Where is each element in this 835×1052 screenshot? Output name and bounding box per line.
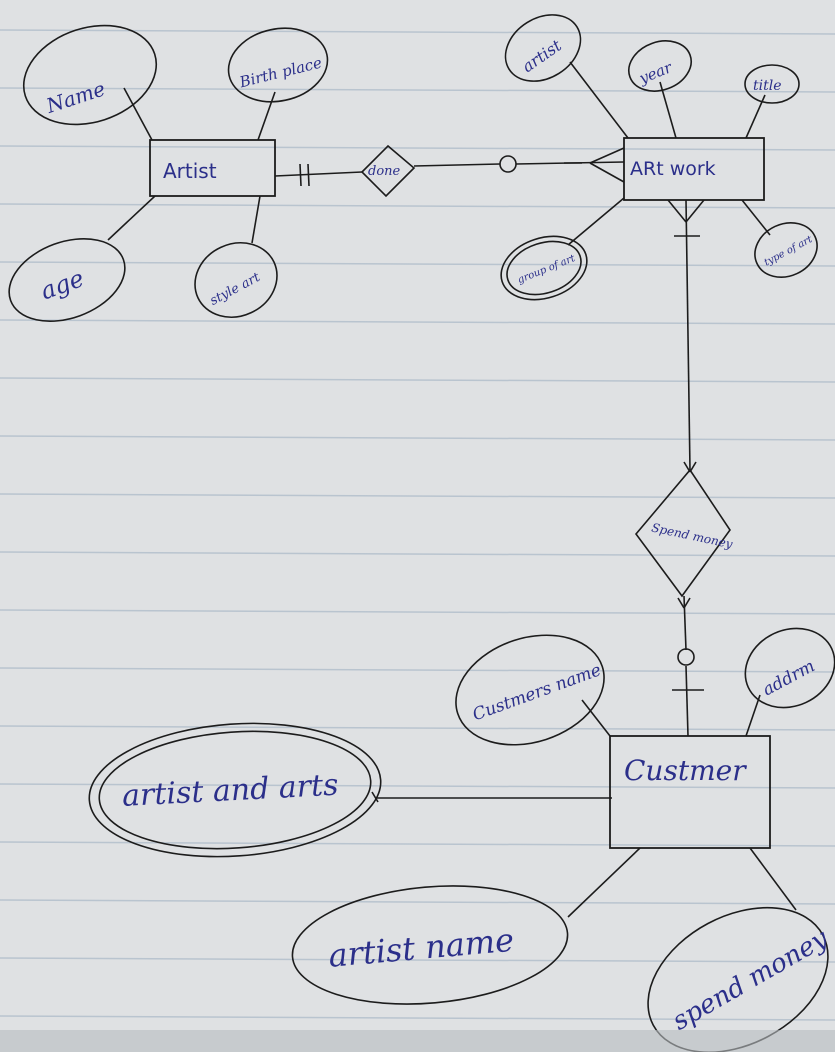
ruled-line bbox=[0, 493, 835, 499]
ruled-line bbox=[0, 87, 835, 93]
ruled-line bbox=[0, 957, 835, 963]
attr-title-label: title bbox=[753, 78, 782, 94]
attr-year-ellipse bbox=[628, 40, 692, 92]
attr-artist-and-arts-ellipse bbox=[88, 722, 382, 858]
artist-attributes bbox=[8, 24, 329, 322]
connector-lines bbox=[107, 61, 797, 918]
relationship-spend-money-diamond bbox=[634, 468, 731, 598]
attr-birthplace-ellipse bbox=[227, 27, 329, 103]
attr-title-ellipse bbox=[744, 64, 800, 104]
ruled-line bbox=[0, 203, 835, 209]
entity-customer-box bbox=[609, 735, 771, 849]
ruled-line bbox=[0, 261, 835, 267]
ruled-line bbox=[0, 783, 835, 789]
attr-artist-name-ellipse bbox=[291, 885, 569, 1005]
ruled-line bbox=[0, 667, 835, 673]
entity-artwork-label: ARt work bbox=[630, 158, 716, 180]
attr-artist-and-arts-ellipse-inner bbox=[98, 730, 372, 850]
ruled-line bbox=[0, 609, 835, 615]
ruled-line bbox=[0, 551, 835, 557]
attr-type-ellipse bbox=[754, 222, 818, 278]
bottom-shadow bbox=[0, 1030, 835, 1052]
relationship-done-label: done bbox=[368, 164, 401, 179]
entity-customer-label: Custmer bbox=[624, 754, 747, 787]
relationship-done-diamond bbox=[360, 144, 416, 198]
attr-artist-ellipse bbox=[504, 14, 582, 82]
ruled-line bbox=[0, 29, 835, 35]
ruled-line bbox=[0, 841, 835, 847]
entity-artist-label: Artist bbox=[163, 159, 217, 183]
attr-style-art-ellipse bbox=[194, 242, 278, 318]
entity-artist-box bbox=[149, 139, 276, 197]
attr-customer-name-ellipse bbox=[455, 634, 605, 746]
attr-age-ellipse bbox=[8, 238, 126, 322]
cardinality-marks bbox=[299, 147, 705, 803]
ruled-line bbox=[0, 725, 835, 731]
attr-address-ellipse bbox=[744, 627, 835, 709]
ruled-line bbox=[0, 145, 835, 151]
artwork-attributes bbox=[500, 14, 818, 301]
attr-group-ellipse-inner bbox=[506, 240, 582, 296]
ruled-line bbox=[0, 319, 835, 325]
ruled-line bbox=[0, 435, 835, 441]
ruled-line bbox=[0, 1015, 835, 1021]
ruled-line bbox=[0, 899, 835, 905]
ruled-line bbox=[0, 377, 835, 383]
entity-artwork-box bbox=[623, 137, 765, 201]
ruled-lines bbox=[0, 29, 835, 1021]
attr-group-ellipse bbox=[500, 235, 588, 301]
attr-name-ellipse bbox=[22, 24, 158, 126]
